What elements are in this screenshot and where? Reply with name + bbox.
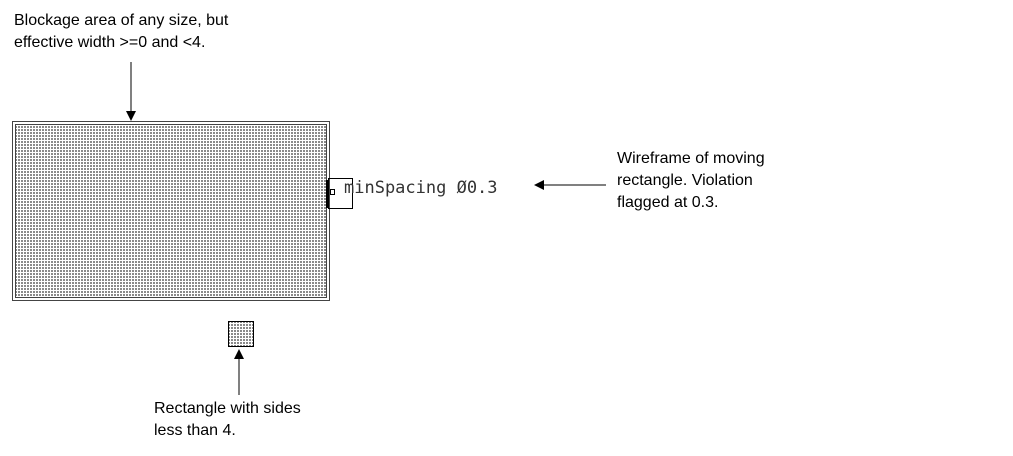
note-line: flagged at 0.3. <box>617 194 719 211</box>
note-line: effective width >=0 and <4. <box>14 34 206 51</box>
note-line: Rectangle with sides <box>154 400 301 417</box>
small-rect-note: Rectangle with sides less than 4. <box>154 398 301 442</box>
blockage-note: Blockage area of any size, but effective … <box>14 10 228 54</box>
note-line: rectangle. Violation <box>617 172 753 189</box>
wireframe-note: Wireframe of moving rectangle. Violation f… <box>617 148 765 214</box>
note-line: Blockage area of any size, but <box>14 12 229 29</box>
small-rectangle <box>228 321 254 347</box>
rule-label: minSpacing Ø0.3 <box>344 178 498 198</box>
note-line: Wireframe of moving <box>617 150 765 167</box>
moving-rectangle-wireframe <box>326 178 353 209</box>
blockage-rectangle <box>12 121 330 301</box>
note-line: less than 4. <box>154 422 236 439</box>
